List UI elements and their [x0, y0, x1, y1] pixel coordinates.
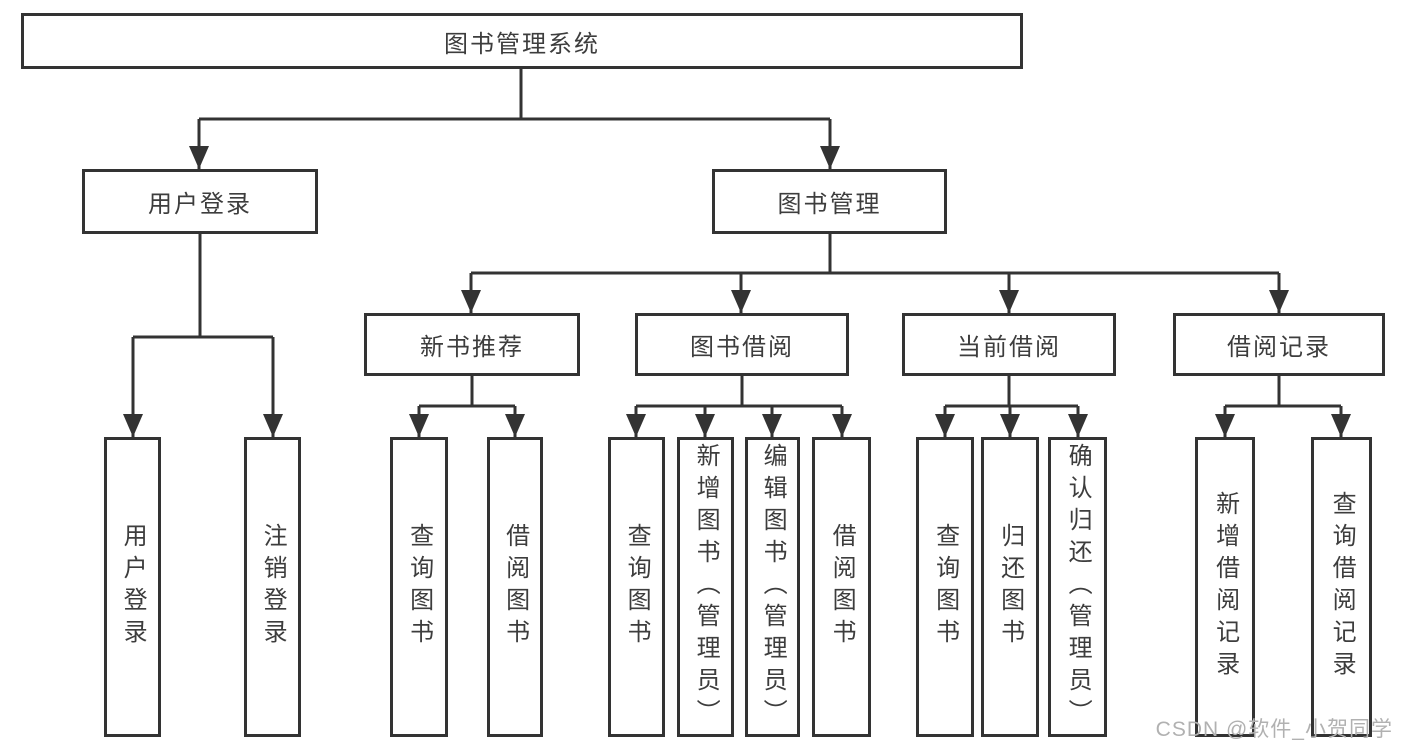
node-book-borrow: 图书借阅 [635, 313, 849, 376]
leaf-edit-books-admin: 编辑图书（管理员） [745, 437, 800, 737]
leaf-confirm-return-admin: 确认归还（管理员） [1048, 437, 1107, 737]
node-root: 图书管理系统 [21, 13, 1023, 69]
edge-current-borrow-children [935, 376, 1088, 437]
node-new-book-recommend: 新书推荐 [364, 313, 580, 376]
leaf-logout: 注销登录 [244, 437, 301, 737]
leaf-query-books-current: 查询图书 [916, 437, 974, 737]
leaf-borrow-books: 借阅图书 [812, 437, 871, 737]
node-borrow-records-label: 借阅记录 [1227, 334, 1331, 361]
leaf-query-books-current-label: 查询图书 [931, 523, 959, 651]
leaf-return-books-label: 归还图书 [996, 523, 1024, 651]
edge-root-to-level1 [189, 69, 840, 169]
leaf-add-borrow-record-label: 新增借阅记录 [1211, 491, 1239, 683]
leaf-edit-books-admin-label: 编辑图书（管理员） [759, 443, 787, 731]
leaf-user-login: 用户登录 [104, 437, 161, 737]
leaf-logout-label: 注销登录 [259, 523, 287, 651]
leaf-add-books-admin: 新增图书（管理员） [677, 437, 734, 737]
leaf-borrow-books-label: 借阅图书 [828, 523, 856, 651]
edge-new-book-recommend-children [409, 376, 525, 437]
edge-book-borrow-children [626, 376, 852, 437]
leaf-query-books-borrow: 查询图书 [608, 437, 665, 737]
leaf-add-borrow-record: 新增借阅记录 [1195, 437, 1255, 737]
edge-borrow-records-children [1215, 376, 1351, 437]
leaf-return-books: 归还图书 [981, 437, 1039, 737]
node-current-borrow-label: 当前借阅 [957, 334, 1061, 361]
edge-book-management-children [461, 234, 1289, 313]
leaf-query-books-borrow-label: 查询图书 [623, 523, 651, 651]
node-borrow-records: 借阅记录 [1173, 313, 1385, 376]
node-user-login-label: 用户登录 [148, 191, 252, 218]
node-book-management-label: 图书管理 [777, 191, 882, 218]
leaf-borrow-books-recommend: 借阅图书 [487, 437, 543, 737]
node-user-login: 用户登录 [82, 169, 318, 234]
node-root-label: 图书管理系统 [444, 30, 600, 58]
node-current-borrow: 当前借阅 [902, 313, 1116, 376]
leaf-confirm-return-admin-label: 确认归还（管理员） [1064, 443, 1092, 731]
edge-user-login-children [123, 234, 283, 437]
watermark-text: CSDN @软件_小贺同学 [1155, 718, 1393, 741]
leaf-query-borrow-record: 查询借阅记录 [1311, 437, 1372, 737]
leaf-user-login-label: 用户登录 [119, 523, 147, 651]
leaf-query-books-recommend-label: 查询图书 [405, 523, 433, 651]
leaf-borrow-books-recommend-label: 借阅图书 [501, 523, 529, 651]
leaf-query-books-recommend: 查询图书 [390, 437, 448, 737]
node-book-borrow-label: 图书借阅 [690, 334, 794, 361]
leaf-query-borrow-record-label: 查询借阅记录 [1328, 491, 1356, 683]
node-book-management: 图书管理 [712, 169, 947, 234]
leaf-add-books-admin-label: 新增图书（管理员） [692, 443, 720, 731]
node-new-book-recommend-label: 新书推荐 [420, 334, 524, 361]
